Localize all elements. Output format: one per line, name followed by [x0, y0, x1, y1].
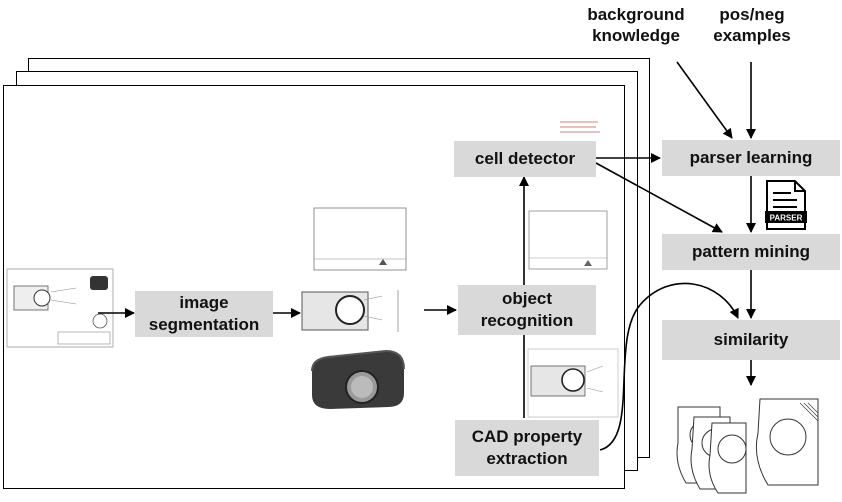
parser-learning-box: parser learning: [662, 140, 840, 176]
arrow-background-to-parser: [676, 61, 733, 139]
segmented-title-block-thumbnail: [313, 207, 407, 271]
cad-drawing-thumbnail: [527, 348, 619, 418]
pattern-mining-box: pattern mining: [662, 234, 840, 270]
parser-icon-label: PARSER: [770, 214, 803, 223]
cad-property-extraction-box: CAD property extraction: [455, 420, 599, 476]
parser-document-icon: PARSER: [765, 180, 807, 230]
arrow-cad-to-similarity: [599, 282, 739, 451]
cell-title-block-thumbnail: [528, 210, 608, 270]
cell-detector-box: cell detector: [454, 141, 596, 177]
arrow-cell-to-pattern: [595, 162, 723, 233]
rendered-3d-part: [311, 349, 405, 409]
object-recognition-box: object recognition: [458, 285, 596, 335]
header-stamp-thumbnail: [560, 121, 600, 133]
source-drawing-thumbnail: [6, 268, 114, 348]
pos-neg-examples-label: pos/neg examples: [713, 5, 791, 45]
background-knowledge-label: background knowledge: [587, 5, 685, 45]
image-segmentation-box: image segmentation: [135, 291, 273, 337]
similarity-box: similarity: [662, 320, 840, 360]
segmented-part-view-thumbnail: [301, 290, 399, 332]
similar-parts-illustration: [676, 398, 819, 494]
